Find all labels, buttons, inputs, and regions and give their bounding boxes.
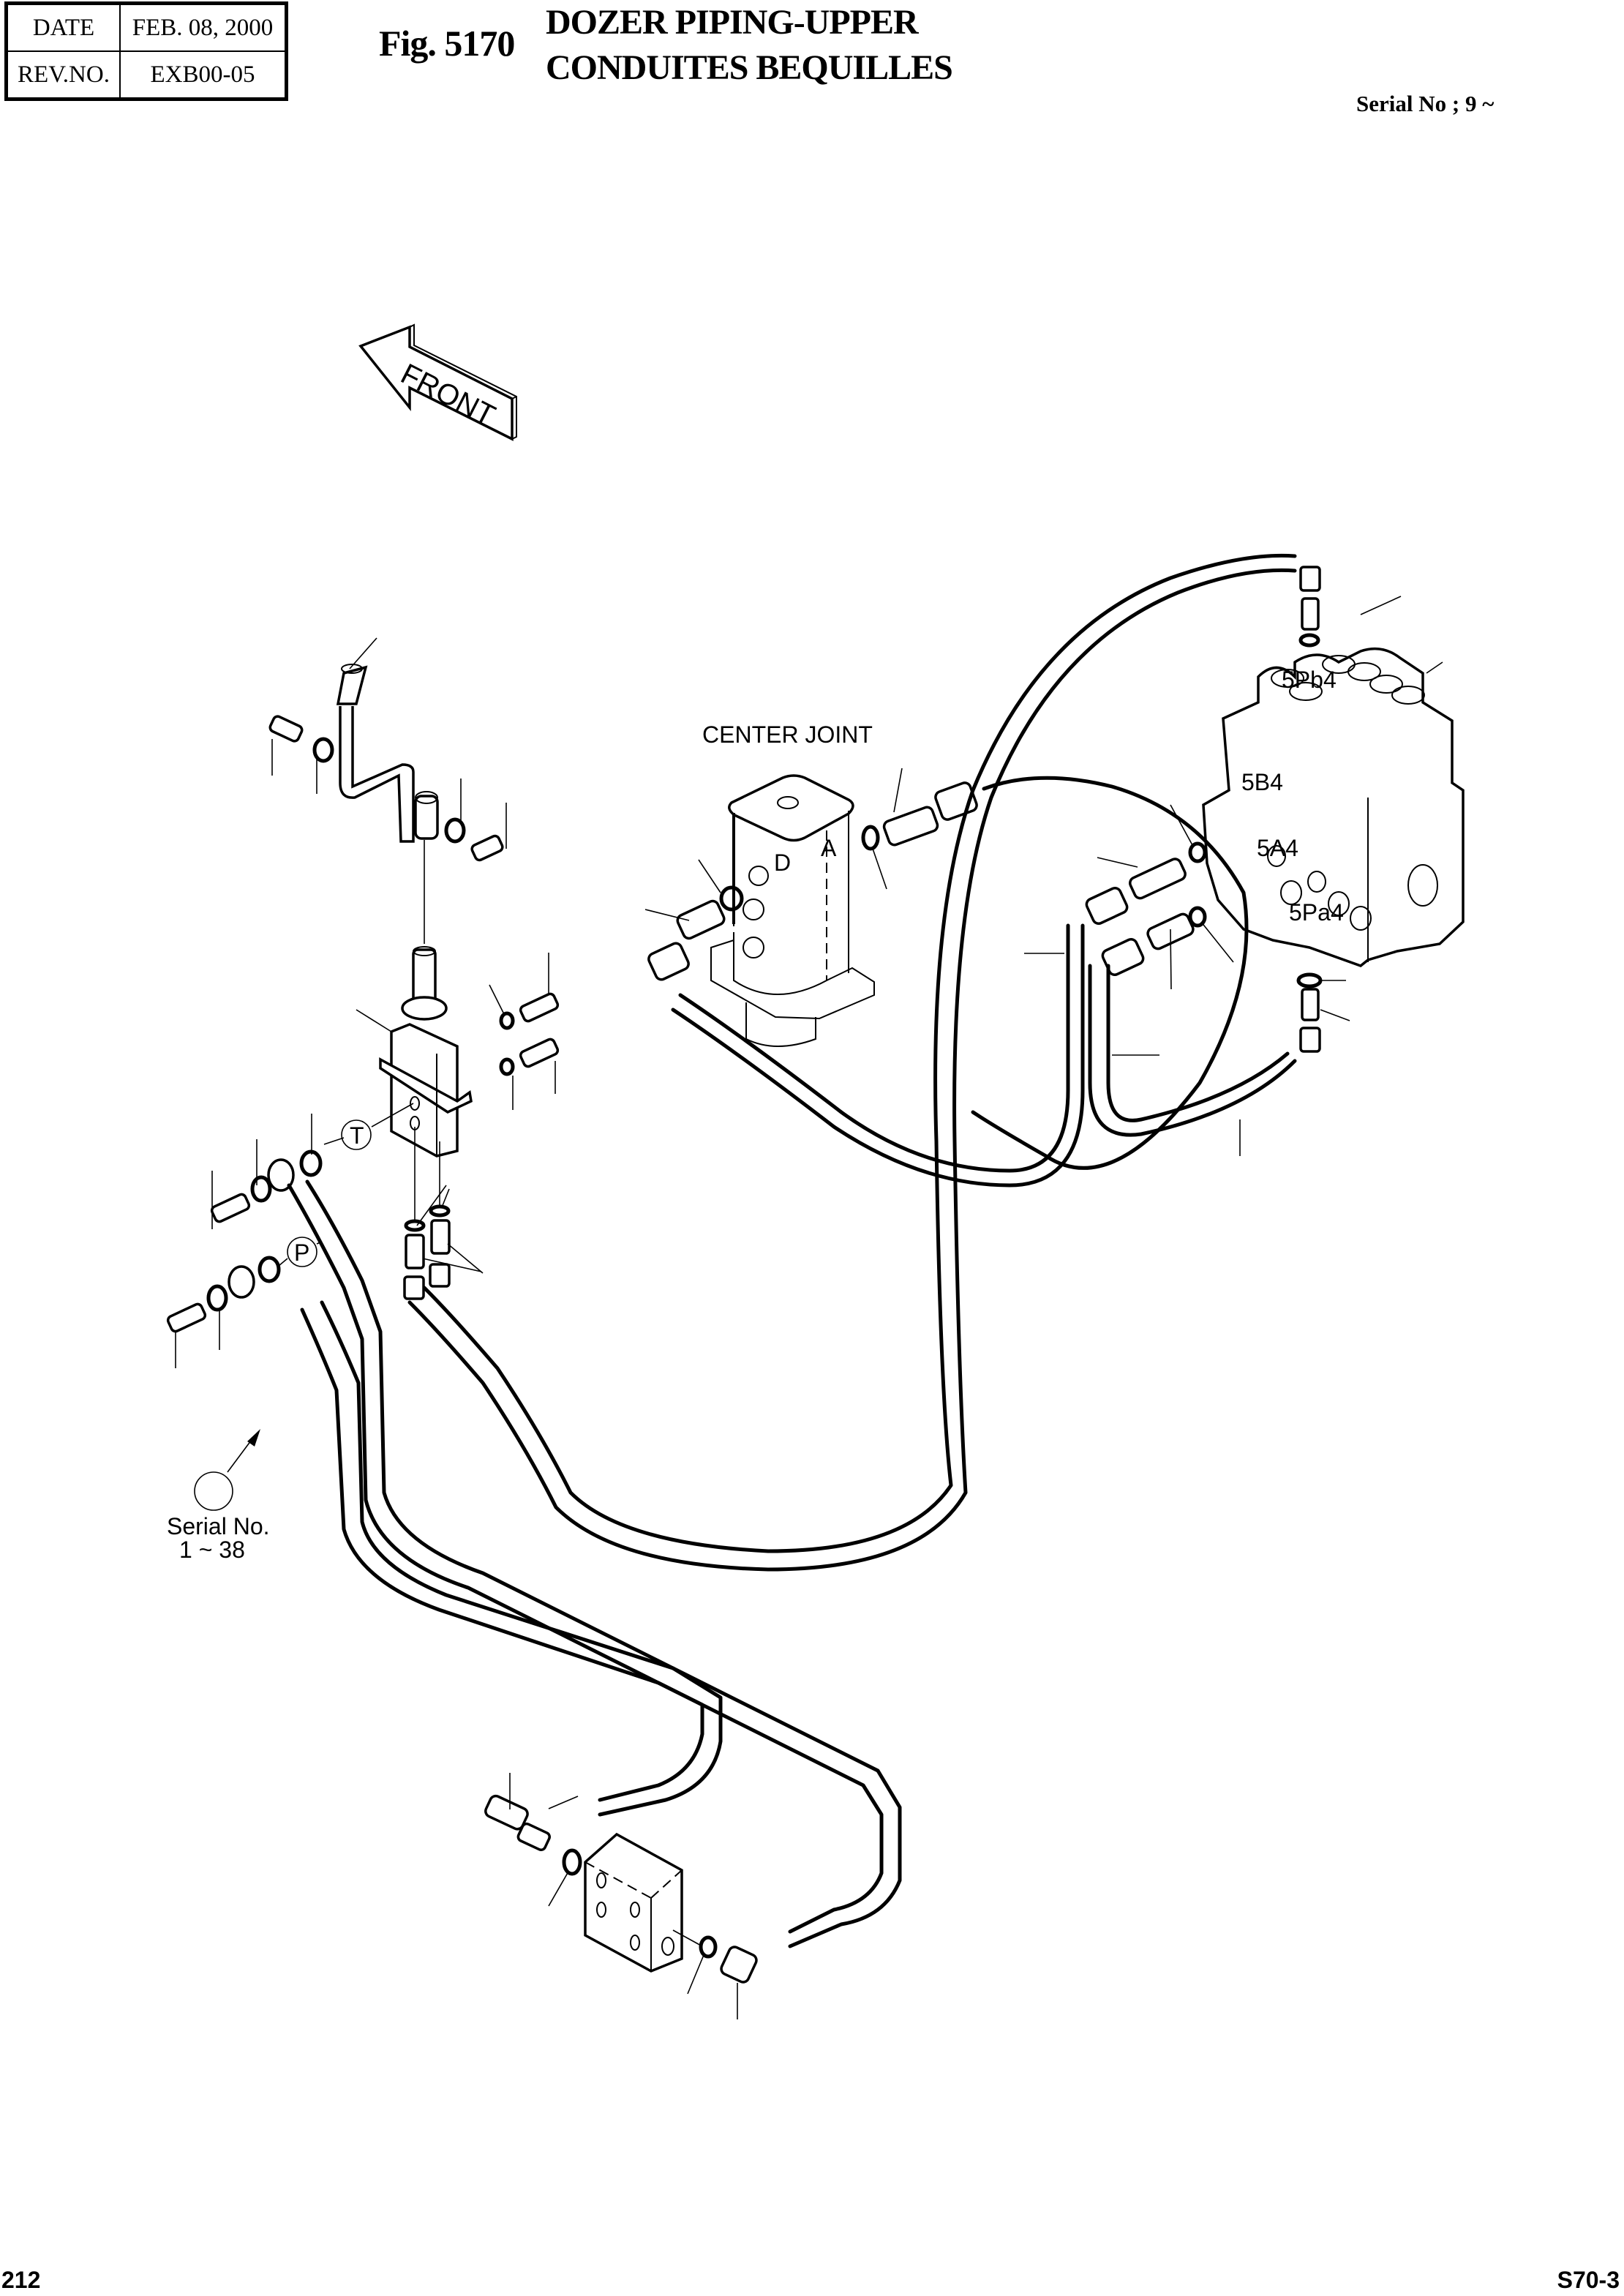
lower-block-valve: [484, 1773, 758, 2019]
callout-arrow-head: [247, 1429, 260, 1447]
title-french: CONDUITES BEQUILLES: [546, 48, 953, 87]
serial-note-circle-icon: [194, 1471, 233, 1511]
page-number: 212: [1, 2267, 41, 2293]
port-p-label: P: [294, 1239, 309, 1266]
callout-arrow-icon: [227, 1437, 254, 1473]
pilot-valve: [379, 946, 473, 1158]
banjo-fittings: [166, 1114, 323, 1368]
control-valve-fittings: [1024, 566, 1350, 1156]
control-valve: 5Pb4 5B4 5A4 5Pa4: [1202, 596, 1465, 967]
model-code: S70-3: [1557, 2267, 1620, 2293]
revision-value: EXB00-05: [119, 50, 287, 100]
port-5a4-label: 5A4: [1257, 835, 1298, 861]
revision-row: REV.NO. EXB00-05: [5, 50, 287, 100]
date-label: DATE: [5, 2, 121, 52]
port-p-circle: [287, 1237, 317, 1267]
center-joint-fittings: [644, 768, 978, 981]
hydraulic-hoses: [287, 553, 1297, 1948]
date-row: DATE FEB. 08, 2000: [5, 2, 287, 52]
front-arrow-icon: FRONT: [358, 323, 517, 441]
serial-note: Serial No. 1 ~ 38: [167, 1429, 270, 1563]
port-t-circle: [341, 1119, 372, 1150]
center-joint: D A: [710, 774, 875, 1047]
lever-handle: [336, 637, 439, 843]
serial-note-line1: Serial No.: [167, 1513, 270, 1539]
pilot-adapters: [403, 1127, 484, 1300]
center-joint-label: CENTER JOINT: [702, 721, 873, 748]
pilot-valve-fasteners: [356, 953, 560, 1110]
date-value: FEB. 08, 2000: [119, 2, 287, 52]
revision-table: DATE FEB. 08, 2000 REV.NO. EXB00-05: [4, 1, 288, 101]
lever-fasteners: [268, 715, 507, 944]
serial-range: Serial No ; 9 ~: [1356, 91, 1495, 116]
center-joint-port-a: A: [821, 835, 837, 861]
center-joint-port-d: D: [774, 849, 791, 876]
figure-number: Fig. 5170: [379, 23, 515, 64]
port-callouts: T P: [278, 1103, 414, 1267]
port-5b4-label: 5B4: [1241, 769, 1283, 795]
revision-label: REV.NO.: [5, 50, 121, 100]
title-english: DOZER PIPING-UPPER: [546, 3, 919, 42]
port-5pa4-label: 5Pa4: [1289, 899, 1344, 926]
port-t-label: T: [350, 1122, 364, 1149]
serial-note-line2: 1 ~ 38: [179, 1537, 245, 1563]
port-5pb4-label: 5Pb4: [1282, 667, 1337, 693]
page-title: DOZER PIPING-UPPER CONDUITES BEQUILLES: [546, 0, 953, 91]
